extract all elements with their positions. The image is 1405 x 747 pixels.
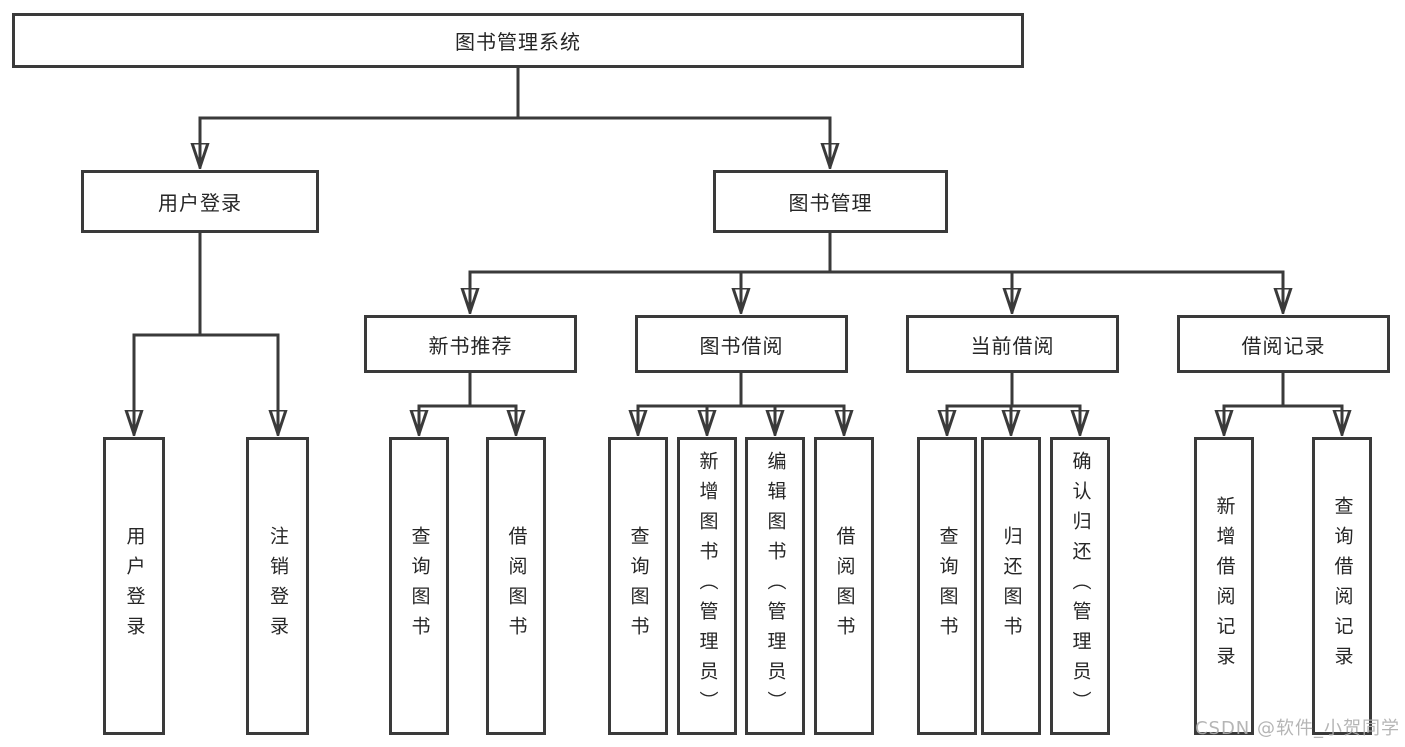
node-user-login: 用户登录 [81, 170, 319, 233]
leaf-query-books-recommend-label: 查询图书 [408, 526, 431, 646]
leaf-logout-label: 注销登录 [267, 526, 289, 646]
node-new-book-recommend-label: 新书推荐 [428, 333, 513, 358]
leaf-confirm-return-admin-label: 确认归还（管理员） [1069, 451, 1092, 721]
node-current-borrow-label: 当前借阅 [970, 333, 1055, 358]
node-book-management: 图书管理 [713, 170, 948, 233]
node-root-label: 图书管理系统 [455, 30, 581, 54]
csdn-watermark: CSDN @软件_小贺同学 [1194, 718, 1400, 739]
leaf-add-borrow-record-label: 新增借阅记录 [1213, 496, 1236, 676]
leaf-query-books-borrow-label: 查询图书 [627, 526, 650, 646]
node-new-book-recommend: 新书推荐 [364, 315, 577, 373]
node-borrow-records: 借阅记录 [1177, 315, 1390, 373]
node-root-system: 图书管理系统 [12, 13, 1024, 68]
leaf-logout: 注销登录 [246, 437, 309, 735]
leaf-borrow-books: 借阅图书 [814, 437, 874, 735]
leaf-query-books-borrow: 查询图书 [608, 437, 668, 735]
leaf-edit-books-admin-label: 编辑图书（管理员） [764, 451, 787, 721]
leaf-user-login: 用户登录 [103, 437, 165, 735]
leaf-return-books-label: 归还图书 [1000, 526, 1023, 646]
leaf-query-books-current-label: 查询图书 [936, 526, 959, 646]
leaf-query-books-current: 查询图书 [917, 437, 977, 735]
leaf-query-borrow-record-label: 查询借阅记录 [1331, 496, 1354, 676]
node-user-login-label: 用户登录 [158, 191, 242, 215]
leaf-edit-books-admin: 编辑图书（管理员） [745, 437, 805, 735]
node-book-borrow-label: 图书借阅 [699, 333, 784, 358]
leaf-add-books-admin-label: 新增图书（管理员） [696, 451, 719, 721]
node-current-borrow: 当前借阅 [906, 315, 1119, 373]
leaf-user-login-label: 用户登录 [123, 526, 146, 646]
leaf-return-books: 归还图书 [981, 437, 1041, 735]
leaf-borrow-books-label: 借阅图书 [833, 526, 856, 646]
leaf-add-borrow-record: 新增借阅记录 [1194, 437, 1254, 735]
node-borrow-records-label: 借阅记录 [1241, 333, 1326, 358]
leaf-confirm-return-admin: 确认归还（管理员） [1050, 437, 1110, 735]
node-book-management-label: 图书管理 [788, 191, 873, 215]
node-book-borrow: 图书借阅 [635, 315, 848, 373]
leaf-add-books-admin: 新增图书（管理员） [677, 437, 737, 735]
leaf-borrow-books-recommend-label: 借阅图书 [505, 526, 528, 646]
leaf-query-books-recommend: 查询图书 [389, 437, 449, 735]
leaf-query-borrow-record: 查询借阅记录 [1312, 437, 1372, 735]
leaf-borrow-books-recommend: 借阅图书 [486, 437, 546, 735]
